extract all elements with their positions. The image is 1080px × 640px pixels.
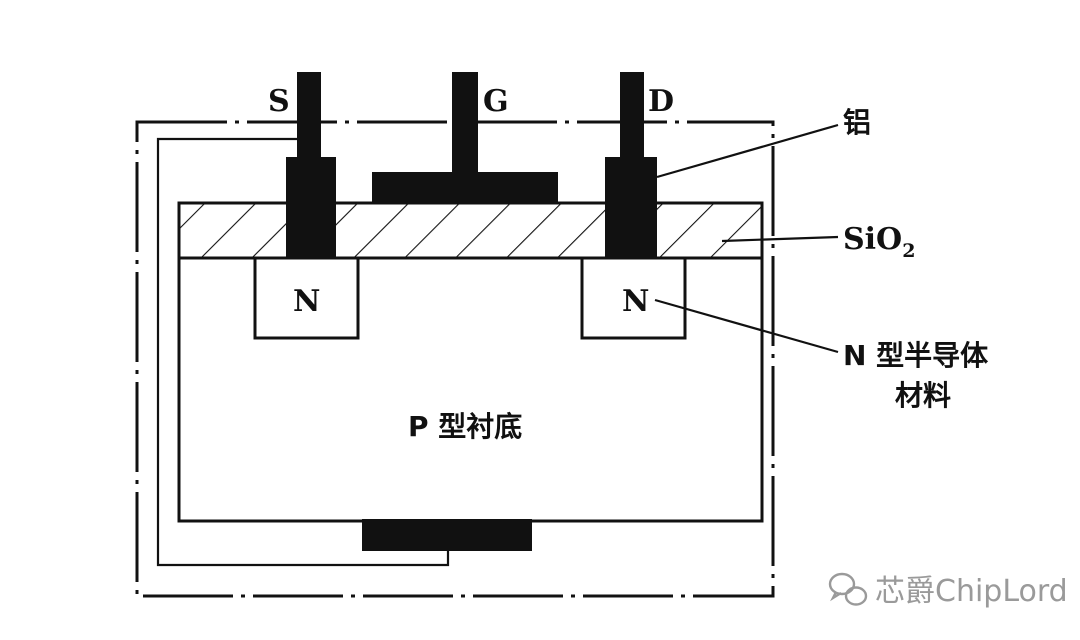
- sio2-layer: [177, 201, 764, 260]
- sio2-main: SiO: [843, 222, 902, 257]
- n-region-drain: [580, 256, 687, 340]
- n-region-source-label: N: [293, 284, 320, 319]
- gate-plate: [372, 172, 558, 203]
- watermark-text: 芯爵ChipLord: [875, 574, 1068, 609]
- sio2-subscript: 2: [902, 240, 915, 262]
- drain-contact: [605, 157, 657, 258]
- gate-label: G: [483, 84, 509, 119]
- sio2-leader: [721, 235, 839, 243]
- wechat-icon: [828, 572, 868, 606]
- drain-label: D: [648, 84, 674, 119]
- gate-lead: [452, 72, 478, 174]
- n-material-leader: [654, 298, 839, 354]
- source-contact: [286, 157, 336, 258]
- aluminum-label: 铝: [843, 106, 871, 139]
- substrate-wire: [156, 137, 450, 567]
- substrate-label: P 型衬底: [408, 410, 522, 443]
- substrate-electrode: [362, 519, 532, 551]
- drain-lead: [620, 72, 644, 160]
- n-region-source: [253, 256, 360, 340]
- n-region-drain-label: N: [622, 284, 649, 319]
- source-lead: [297, 72, 321, 160]
- n-material-label-line1: N 型半导体: [843, 339, 989, 372]
- sio2-label: SiO2: [843, 222, 915, 262]
- n-material-label-line2: 材料: [895, 379, 951, 412]
- source-label: S: [268, 84, 290, 119]
- aluminum-leader: [656, 123, 839, 179]
